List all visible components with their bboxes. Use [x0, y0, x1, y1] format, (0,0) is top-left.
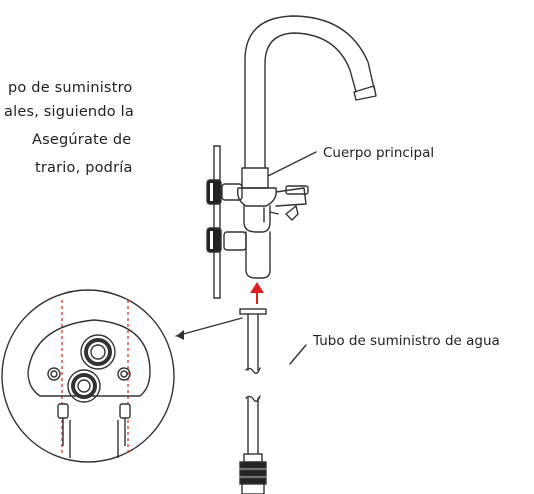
supply-tube	[239, 308, 267, 494]
instruction-line-4: trario, podría	[35, 160, 133, 176]
instruction-line-3: Asegúrate de	[32, 132, 132, 148]
faucet-spout	[244, 15, 377, 169]
detail-leader-line	[175, 317, 243, 337]
detail-circle	[1, 289, 175, 463]
body-leader-line	[267, 151, 317, 177]
upper-connector	[206, 145, 243, 205]
supply-tube-label: Tubo de suministro de agua	[313, 333, 500, 349]
main-body-label: Cuerpo principal	[323, 145, 435, 161]
lower-connector	[206, 203, 247, 299]
instruction-line-1: po de suministro	[8, 80, 133, 96]
insert-arrow	[250, 282, 264, 304]
detail-arrowhead	[176, 330, 184, 340]
tube-leader-line	[289, 344, 307, 365]
faucet-body	[236, 167, 309, 279]
instruction-line-2: ales, siguiendo la	[4, 104, 134, 120]
